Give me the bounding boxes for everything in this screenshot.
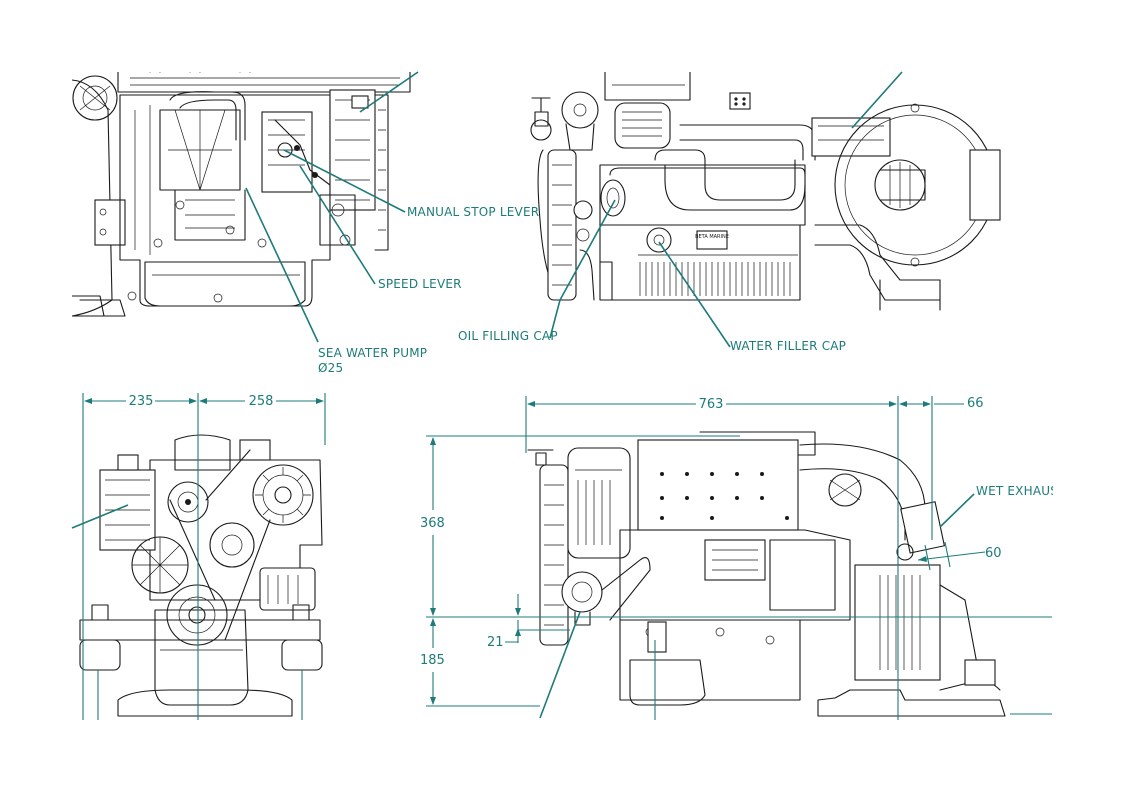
sea-water-pump-size-label: Ø25 <box>318 361 343 375</box>
dims-bottom-right <box>426 396 1052 720</box>
dims-bottom-left <box>71 393 326 720</box>
wet-exhaust-label: WET EXHAUST <box>976 484 1066 498</box>
dim-60-label: 60 <box>985 546 1002 561</box>
leader-lines-top-left <box>245 71 419 343</box>
view-bottom-left-engine <box>79 434 323 717</box>
dim-185-label: 185 <box>420 653 445 668</box>
dim-763-label: 763 <box>699 397 724 412</box>
view-bottom-right-engine <box>527 431 1006 717</box>
leader-lines-top-right <box>549 71 903 348</box>
speed-lever-label: SPEED LEVER <box>378 277 462 291</box>
dim-235-label: 235 <box>129 394 154 409</box>
manual-stop-lever-label: MANUAL STOP LEVER <box>407 205 539 219</box>
oil-filling-cap-label: OIL FILLING CAP <box>458 329 558 343</box>
dim-368-label: 368 <box>420 516 445 531</box>
nameplate-text-top: BETA MARINE <box>695 234 729 240</box>
view-top-left-engine <box>72 72 411 317</box>
dim-21-label: 21 <box>487 635 504 650</box>
view-top-right-engine: BETA MARINE <box>530 72 1001 311</box>
water-filler-cap-label: WATER FILLER CAP <box>730 339 846 353</box>
sea-water-pump-label: SEA WATER PUMP <box>318 346 427 360</box>
right-margin-mask <box>1053 470 1122 510</box>
dim-258-label: 258 <box>249 394 274 409</box>
dim-66-label: 66 <box>967 396 984 411</box>
